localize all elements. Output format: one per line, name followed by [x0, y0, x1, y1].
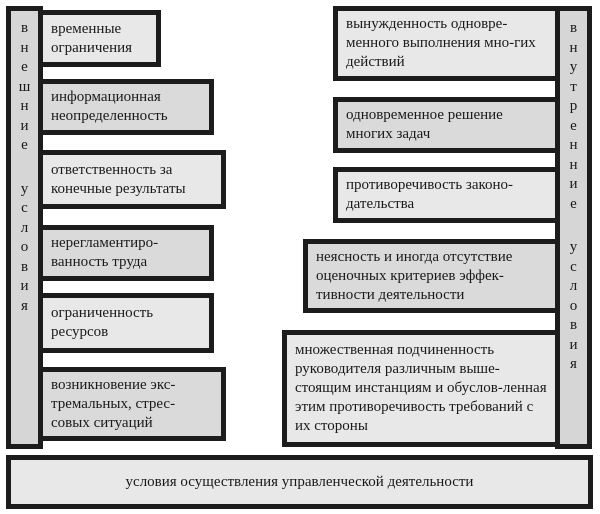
external-box: временные ограничения — [38, 10, 161, 67]
vertical-letter: с — [570, 258, 577, 275]
internal-box: множественная подчиненность руководителя… — [282, 330, 560, 447]
external-box: нерегламентиро-ванность труда — [38, 225, 214, 281]
vertical-letter: в — [20, 258, 29, 275]
vertical-letter: и — [569, 336, 578, 353]
vertical-letter: с — [21, 200, 28, 216]
conditions-summary-box: условия осуществления управленческой дея… — [6, 455, 593, 509]
vertical-letter: л — [569, 278, 578, 294]
summary-text: условия осуществления управленческой дея… — [125, 473, 474, 490]
internal-box: вынужденность одновре-менного выполнения… — [333, 6, 560, 81]
vertical-letter: у — [20, 180, 29, 197]
vertical-letter: и — [20, 278, 29, 294]
box-text: множественная подчиненность руководителя… — [295, 342, 547, 434]
box-text: информационная неопределенность — [51, 89, 168, 124]
box-text: противоречивость законо-дательства — [346, 177, 514, 212]
vertical-letter: я — [21, 297, 28, 314]
vertical-letter: ш — [18, 78, 31, 95]
vertical-letter: р — [569, 98, 578, 114]
vertical-letter: о — [20, 239, 29, 255]
vertical-letter: т — [570, 78, 577, 95]
vertical-letter: я — [570, 356, 577, 372]
internal-box: неясность и иногда отсутствие оценочных … — [303, 239, 560, 313]
box-text: вынужденность одновре-менного выполнения… — [346, 16, 536, 70]
vertical-letter: в — [20, 20, 29, 36]
external-box: возникновение экс-тремальных, стрес-совы… — [38, 367, 226, 441]
box-text: нерегламентиро-ванность труда — [51, 235, 159, 270]
vertical-letter: е — [21, 59, 28, 75]
vertical-letter: н — [569, 137, 578, 153]
vertical-letter: н — [569, 39, 578, 56]
vertical-letter: о — [569, 297, 578, 314]
box-text: одновременное решение многих задач — [346, 107, 503, 142]
vertical-letter: н — [20, 39, 29, 56]
external-box: ограниченность ресурсов — [38, 293, 214, 353]
vertical-letter: в — [569, 317, 578, 333]
vertical-letter: у — [569, 239, 578, 255]
vertical-letter: и — [569, 176, 578, 192]
external-box: информационная неопределенность — [38, 79, 214, 135]
vertical-letter: у — [569, 59, 578, 75]
spacer — [560, 214, 587, 238]
internal-box: противоречивость законо-дательства — [333, 167, 560, 223]
vertical-letter: л — [20, 219, 29, 236]
vertical-letter: е — [21, 137, 28, 153]
box-text: временные ограничения — [51, 20, 133, 56]
box-text: ограниченность ресурсов — [51, 305, 154, 340]
vertical-letter: е — [570, 117, 577, 134]
internal-box: одновременное решение многих задач — [333, 97, 560, 153]
box-text: возникновение экс-тремальных, стрес-совы… — [51, 376, 176, 431]
box-text: ответственность за конечные результаты — [51, 161, 186, 197]
vertical-letter: е — [570, 195, 577, 212]
vertical-letter: н — [569, 156, 578, 173]
vertical-letter: и — [20, 117, 29, 134]
spacer — [11, 156, 38, 180]
external-box: ответственность за конечные результаты — [38, 150, 226, 209]
vertical-letter: в — [569, 20, 578, 36]
box-text: неясность и иногда отсутствие оценочных … — [316, 248, 513, 303]
vertical-letter: н — [20, 98, 29, 114]
